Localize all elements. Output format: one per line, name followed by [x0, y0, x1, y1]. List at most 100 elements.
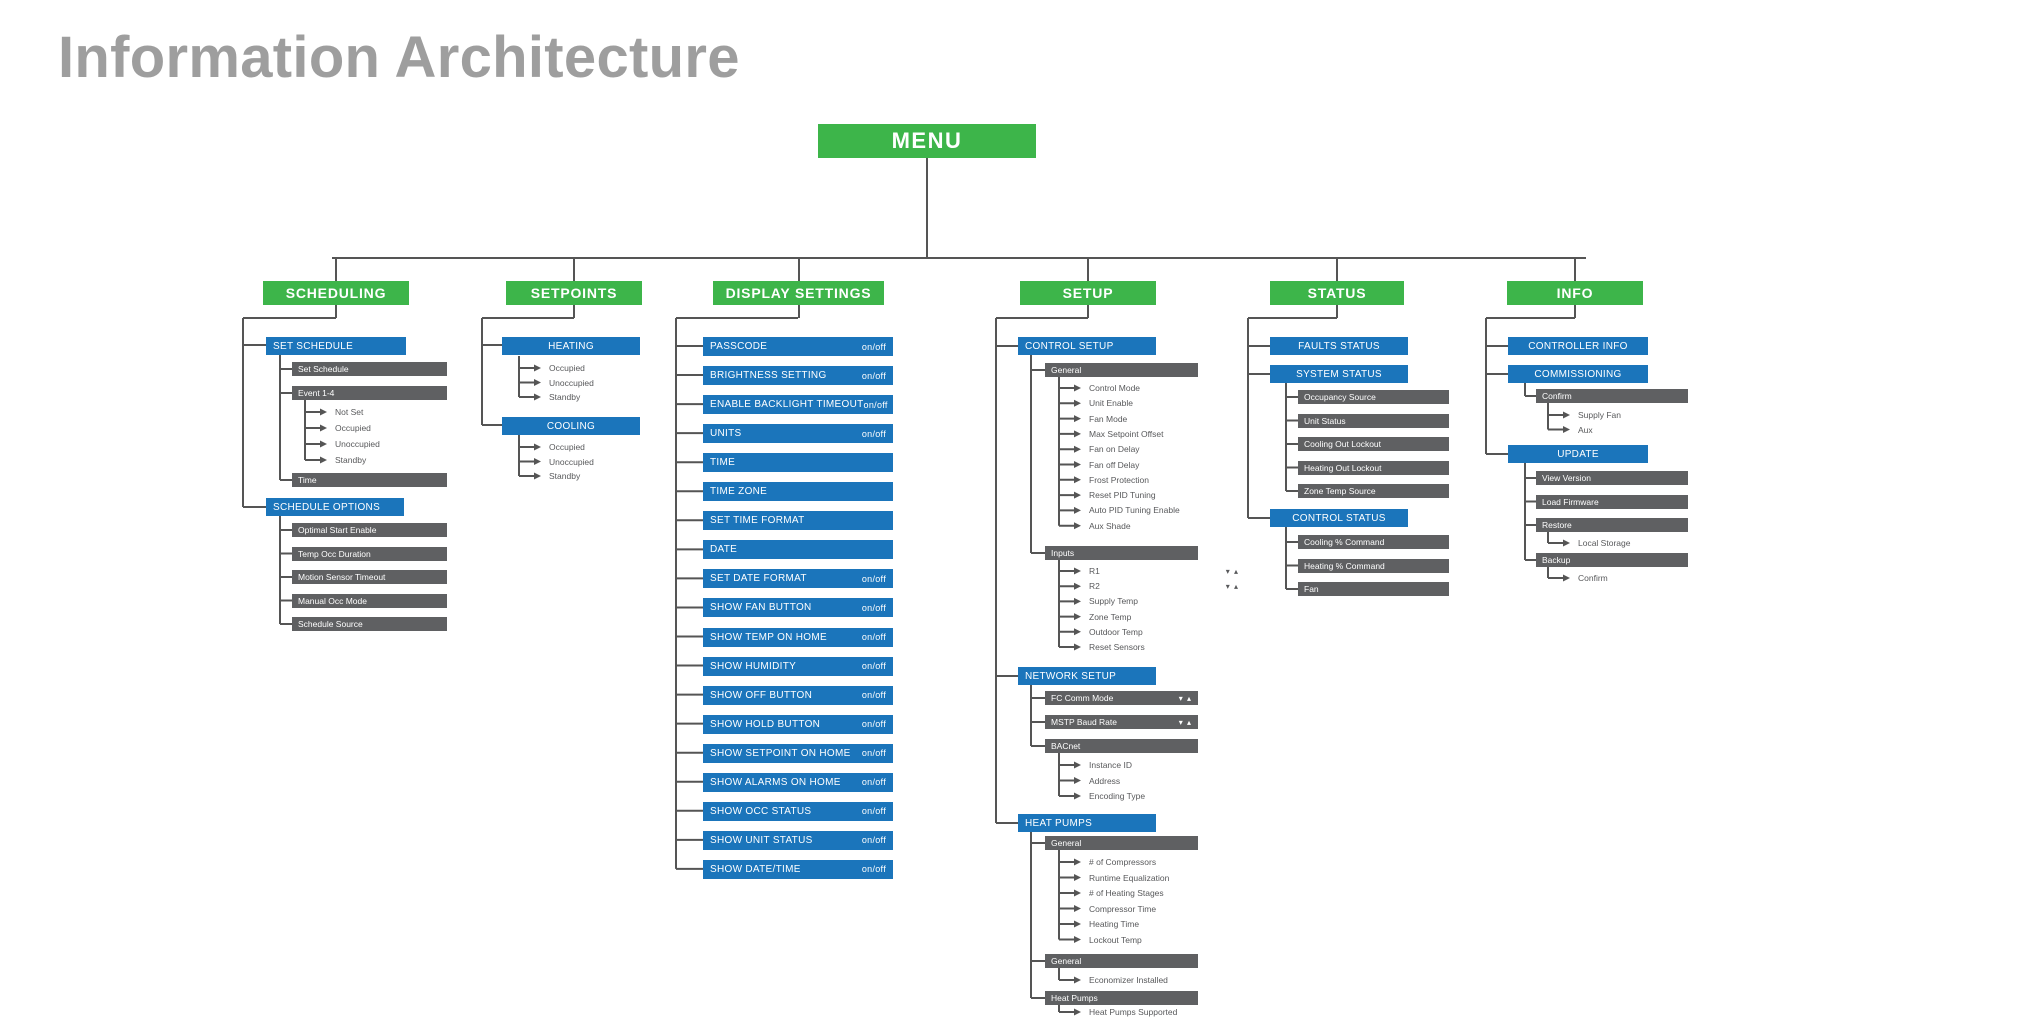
- hp-heat-pumps-node[interactable]: Heat Pumps: [1045, 991, 1198, 1005]
- system-status-heating-out-lockout[interactable]: Heating Out Lockout: [1298, 460, 1449, 475]
- setup-general-max-setpoint-offset: Max Setpoint Offset: [1089, 427, 1199, 441]
- set-schedule-node[interactable]: SET SCHEDULE: [266, 337, 406, 355]
- display-setting-set-time-format[interactable]: SET TIME FORMAT: [703, 511, 893, 531]
- system-status-unit-status[interactable]: Unit Status: [1298, 413, 1449, 428]
- arrow-head: [1074, 461, 1081, 468]
- arrow-head: [1074, 613, 1081, 621]
- setup-input-supply-temp-label: Supply Temp: [1089, 596, 1138, 607]
- setup-input-supply-temp: Supply Temp: [1089, 594, 1199, 608]
- category-status[interactable]: STATUS: [1270, 281, 1404, 305]
- faults-status-node[interactable]: FAULTS STATUS: [1270, 337, 1408, 355]
- on-off-tag: on/off: [861, 690, 886, 701]
- confirm-node[interactable]: Confirm: [1536, 389, 1688, 403]
- schedule-option-temp-occ-duration[interactable]: Temp Occ Duration: [292, 546, 447, 561]
- cooling-option-unoccupied: Unoccupied: [549, 455, 659, 469]
- hp-general-of-heating-stages-label: # of Heating Stages: [1089, 888, 1164, 898]
- update-load-firmware[interactable]: Load Firmware: [1536, 494, 1688, 509]
- control-status-fan[interactable]: Fan: [1298, 582, 1449, 596]
- heating-node[interactable]: HEATING: [502, 337, 640, 355]
- display-setting-time-zone[interactable]: TIME ZONE: [703, 482, 893, 502]
- schedule-option-schedule-source[interactable]: Schedule Source: [292, 617, 447, 631]
- control-status-cooling-command[interactable]: Cooling % Command: [1298, 535, 1449, 549]
- system-status-occupancy-source[interactable]: Occupancy Source: [1298, 390, 1449, 404]
- system-status-cooling-out-lockout[interactable]: Cooling Out Lockout: [1298, 437, 1449, 451]
- set-schedule-item-label: Set Schedule: [298, 364, 349, 374]
- hp-general-node-label: General: [1051, 838, 1082, 848]
- network-setup-node[interactable]: NETWORK SETUP: [1018, 667, 1156, 685]
- update-node[interactable]: UPDATE: [1508, 445, 1648, 463]
- category-info[interactable]: INFO: [1507, 281, 1643, 305]
- controller-info-node[interactable]: CONTROLLER INFO: [1508, 337, 1648, 355]
- system-status-zone-temp-source-label: Zone Temp Source: [1304, 486, 1376, 496]
- arrow-head: [320, 408, 327, 416]
- network-mstp-baud-rate[interactable]: MSTP Baud Rate▾ ▴: [1045, 715, 1198, 729]
- heat-pumps-node[interactable]: HEAT PUMPS: [1018, 814, 1156, 832]
- set-schedule-item[interactable]: Set Schedule: [292, 362, 447, 376]
- bacnet-node[interactable]: BACnet: [1045, 739, 1198, 753]
- setup-general-unit-enable-label: Unit Enable: [1089, 398, 1133, 409]
- arrow-head: [1074, 491, 1081, 499]
- control-status-cooling-command-label: Cooling % Command: [1304, 537, 1385, 547]
- setup-general-node[interactable]: General: [1045, 363, 1198, 377]
- network-fc-comm-mode[interactable]: FC Comm Mode▾ ▴: [1045, 691, 1198, 705]
- schedule-options-node-label: SCHEDULE OPTIONS: [273, 501, 381, 513]
- event-option-occupied: Occupied: [335, 421, 445, 435]
- event-item[interactable]: Event 1-4: [292, 386, 447, 400]
- arrow-head: [534, 458, 541, 465]
- setup-general-fan-on-delay-label: Fan on Delay: [1089, 444, 1140, 455]
- display-setting-date[interactable]: DATE: [703, 540, 893, 560]
- time-item[interactable]: Time: [292, 473, 447, 487]
- display-setting-time[interactable]: TIME: [703, 453, 893, 473]
- category-setpoints[interactable]: SETPOINTS: [506, 281, 642, 305]
- setup-general-fan-off-delay: Fan off Delay: [1089, 458, 1199, 472]
- heating-option-standby: Standby: [549, 390, 659, 404]
- system-status-zone-temp-source[interactable]: Zone Temp Source: [1298, 484, 1449, 498]
- setup-general-max-setpoint-offset-label: Max Setpoint Offset: [1089, 428, 1164, 439]
- restore-local-storage: Local Storage: [1578, 536, 1688, 550]
- schedule-option-manual-occ-mode[interactable]: Manual Occ Mode: [292, 593, 447, 608]
- category-scheduling[interactable]: SCHEDULING: [263, 281, 409, 305]
- hp-heat-pumps-node-label: Heat Pumps: [1051, 993, 1098, 1003]
- arrow-head: [1074, 597, 1081, 605]
- cooling-node-label: COOLING: [546, 420, 596, 432]
- controller-info-node-label: CONTROLLER INFO: [1528, 340, 1628, 352]
- control-setup-node[interactable]: CONTROL SETUP: [1018, 337, 1156, 355]
- category-setup[interactable]: SETUP: [1020, 281, 1156, 305]
- display-setting-show-fan-button-label: SHOW FAN BUTTON: [710, 602, 812, 614]
- menu-node[interactable]: MENU: [818, 124, 1036, 158]
- setup-inputs-node[interactable]: Inputs: [1045, 546, 1198, 560]
- control-status-node[interactable]: CONTROL STATUS: [1270, 509, 1408, 527]
- hp-general-node[interactable]: General: [1045, 836, 1198, 850]
- hp-general2-node[interactable]: General: [1045, 954, 1198, 968]
- schedule-option-optimal-start-enable[interactable]: Optimal Start Enable: [292, 523, 447, 537]
- schedule-options-node[interactable]: SCHEDULE OPTIONS: [266, 498, 404, 516]
- system-status-node[interactable]: SYSTEM STATUS: [1270, 365, 1408, 383]
- restore-node[interactable]: Restore: [1536, 518, 1688, 532]
- arrow-head: [1074, 936, 1081, 943]
- cooling-node[interactable]: COOLING: [502, 417, 640, 435]
- control-status-heating-command[interactable]: Heating % Command: [1298, 558, 1449, 573]
- category-display-settings[interactable]: DISPLAY SETTINGS: [713, 281, 884, 305]
- update-view-version[interactable]: View Version: [1536, 471, 1688, 485]
- arrow-head: [1074, 920, 1081, 928]
- schedule-option-motion-sensor-timeout[interactable]: Motion Sensor Timeout: [292, 570, 447, 584]
- commissioning-node[interactable]: COMMISSIONING: [1508, 365, 1648, 383]
- backup-node[interactable]: Backup: [1536, 553, 1688, 567]
- confirm-supply-fan: Supply Fan: [1578, 408, 1688, 422]
- hp-general2-node-label: General: [1051, 956, 1082, 966]
